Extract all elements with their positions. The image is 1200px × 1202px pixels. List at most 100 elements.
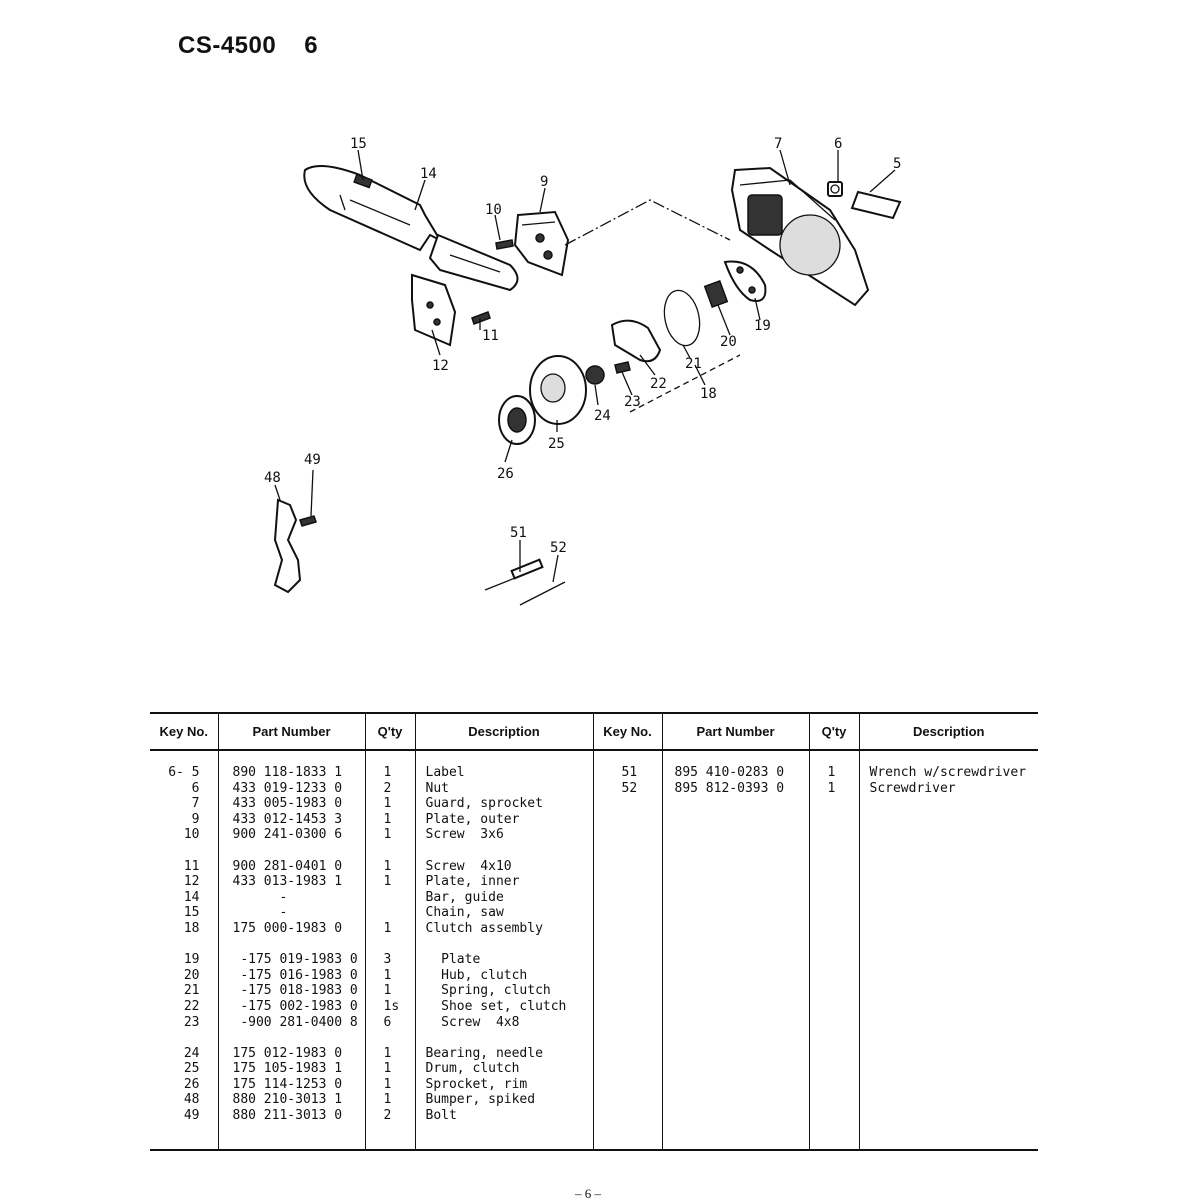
- cell-qty: 1: [383, 1045, 392, 1061]
- callout-19: 19: [754, 318, 771, 334]
- callout-48: 48: [264, 470, 281, 486]
- cell-qty: 6: [383, 1014, 392, 1030]
- cell-key: 52: [621, 780, 638, 796]
- nut-drawing: [827, 181, 843, 197]
- cell-desc: Drum, clutch: [425, 1061, 520, 1077]
- model-number: CS-4500: [178, 32, 277, 59]
- sprocket-guard-drawing: [730, 166, 870, 307]
- cell-desc: Clutch assembly: [425, 920, 543, 936]
- callout-7: 7: [774, 136, 782, 152]
- callout-25: 25: [548, 436, 565, 452]
- cell-desc: Bumper, spiked: [425, 1092, 536, 1108]
- cell-key: 11: [183, 858, 200, 874]
- cell-part: 890 118-1833 1: [232, 765, 343, 780]
- cell-key: 19: [183, 952, 200, 968]
- callout-51: 51: [510, 525, 527, 541]
- cell-key: 21: [183, 983, 200, 999]
- cell-part: -175 018-1983 0: [232, 983, 358, 999]
- cell-qty: [384, 905, 409, 921]
- callout-20: 20: [720, 334, 737, 350]
- header-qty-2: Q'ty: [808, 712, 859, 751]
- callout-49: 49: [304, 452, 321, 468]
- cell-part: 895 812-0393 0: [674, 780, 785, 796]
- cell-key: 6- 5: [168, 765, 200, 780]
- cell-key: 25: [183, 1061, 200, 1077]
- cell-part: -: [232, 905, 288, 921]
- cell-qty: 1: [383, 827, 392, 843]
- callout-21: 21: [685, 356, 702, 372]
- cell-qty: 1: [383, 796, 392, 812]
- cell-desc: Screw 3x6: [425, 827, 504, 843]
- header-description-2: Description: [858, 712, 1038, 751]
- cell-key: 20: [183, 967, 200, 983]
- header-part-number: Part Number: [217, 712, 365, 751]
- cell-qty: 1: [383, 920, 392, 936]
- cell-desc: Bar, guide: [425, 889, 504, 905]
- cell-desc: Plate, outer: [425, 811, 520, 827]
- outer-plate-drawing: [513, 210, 570, 277]
- guide-bar-drawing: [303, 165, 519, 292]
- header-key-no-2: Key No.: [592, 712, 662, 751]
- cell-part: 433 013-1983 1: [232, 874, 343, 890]
- cell-key: 14: [183, 889, 200, 905]
- cell-part: 175 114-1253 0: [232, 1076, 343, 1092]
- cell-desc: Label: [425, 765, 465, 780]
- header-part-number-2: Part Number: [661, 712, 809, 751]
- cell-desc: Nut: [425, 780, 449, 796]
- cell-desc: Spring, clutch: [425, 983, 551, 999]
- cell-key: 51: [621, 765, 638, 780]
- cell-desc: Wrench w/screwdriver: [869, 765, 1027, 780]
- cell-qty: 1: [383, 811, 392, 827]
- cell-desc: Guard, sprocket: [425, 796, 543, 812]
- clutch-parts-drawing: [498, 260, 767, 445]
- cell-qty: 1: [383, 858, 392, 874]
- cell-qty: 1: [827, 780, 836, 796]
- cell-part: -: [232, 889, 288, 905]
- callout-14: 14: [420, 166, 437, 182]
- parts-list-table: Key No. Part Number Q'ty Description Key…: [150, 712, 1038, 1151]
- header-description: Description: [414, 712, 593, 751]
- callout-5: 5: [893, 156, 901, 172]
- cell-qty: 1: [383, 967, 392, 983]
- cell-desc: Screw 4x8: [425, 1014, 520, 1030]
- cell-part: -900 281-0400 8: [232, 1014, 358, 1030]
- cell-qty: 1: [383, 1076, 392, 1092]
- callout-22: 22: [650, 376, 667, 392]
- callout-6: 6: [834, 136, 842, 152]
- cell-desc: Sprocket, rim: [425, 1076, 528, 1092]
- screw-10-drawing: [495, 239, 514, 250]
- screw-11-drawing: [471, 311, 491, 325]
- cell-part: 433 005-1983 0: [232, 796, 343, 812]
- cell-key: 26: [183, 1076, 200, 1092]
- exploded-parts-diagram: 15 14 9 10 12 11 7 6 5 19 20 21 18 22 23…: [264, 136, 901, 606]
- cell-qty: 1: [383, 983, 392, 999]
- cell-desc: Screwdriver: [869, 780, 956, 796]
- header-key-no: Key No.: [150, 712, 218, 751]
- cell-part: -175 016-1983 0: [232, 967, 358, 983]
- callout-18: 18: [700, 386, 717, 402]
- callout-23: 23: [624, 394, 641, 410]
- cell-desc: Screw 4x10: [425, 858, 512, 874]
- cell-desc: Shoe set, clutch: [425, 998, 567, 1014]
- section-number: 6: [304, 32, 319, 59]
- cell-part: 900 281-0401 0: [232, 858, 343, 874]
- cell-key: 24: [183, 1045, 200, 1061]
- cell-part: 880 211-3013 0: [232, 1108, 343, 1124]
- cell-key: 23: [183, 1014, 200, 1030]
- cell-desc: Bearing, needle: [425, 1045, 543, 1061]
- cell-key: 7: [191, 796, 200, 812]
- cell-key: 12: [183, 874, 200, 890]
- cell-qty: 2: [383, 780, 392, 796]
- cell-desc: Plate: [425, 952, 481, 968]
- cell-key: 48: [183, 1092, 200, 1108]
- cell-qty: 1: [383, 1092, 392, 1108]
- cell-qty: [384, 890, 409, 906]
- cell-qty: 1: [383, 1061, 392, 1077]
